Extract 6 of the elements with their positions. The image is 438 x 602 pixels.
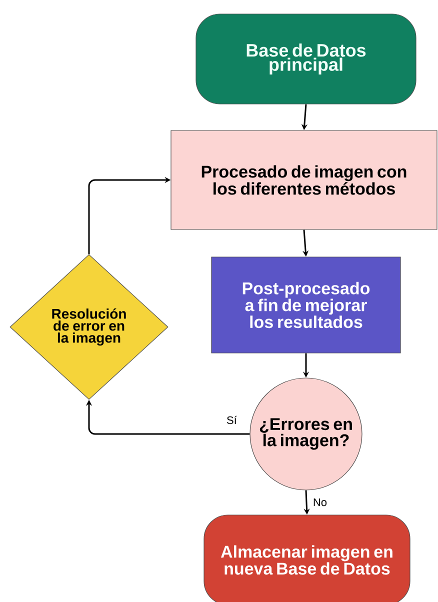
terminal-box: Base de Datos principal [196,14,416,104]
edge-label: No [312,497,328,508]
process-box: Procesado de imagen con los diferentes métodos [170,130,438,230]
edge-label: Sí [226,414,238,426]
terminal-box: Almacenar imagen en nueva Base de Datos [204,514,410,602]
process-box: Post-procesado a fin de mejorar los resultados [211,256,401,354]
